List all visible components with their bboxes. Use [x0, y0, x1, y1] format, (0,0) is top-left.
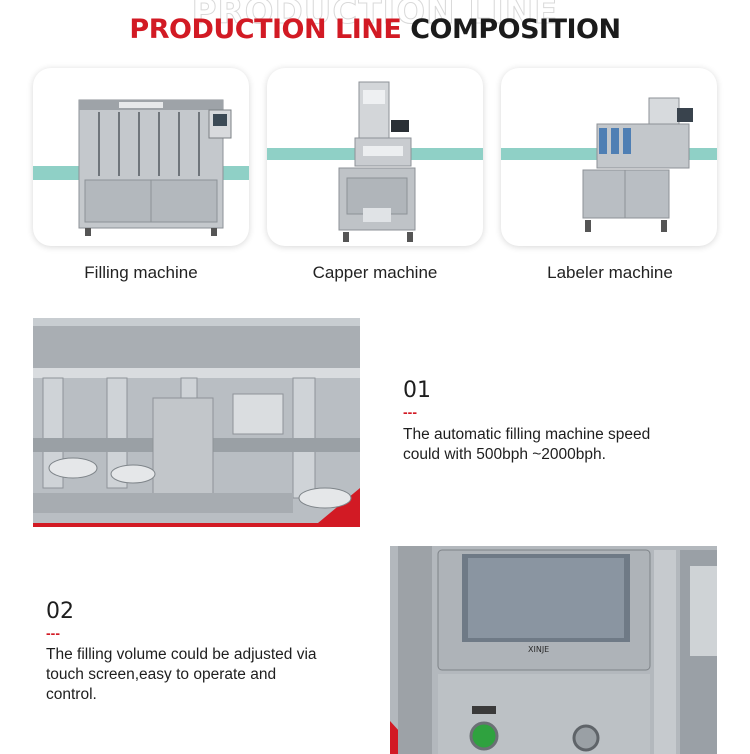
title-highlight: PRODUCTION LINE: [129, 14, 402, 45]
capper-machine-image: [267, 81, 483, 242]
feature-02-line-1: The filling volume could be adjusted via: [46, 646, 317, 663]
feature-01-description: The automatic filling machine speed coul…: [403, 425, 650, 465]
filling-machine-caption: Filling machine: [84, 263, 198, 282]
filling-machine-image: [33, 99, 249, 236]
feature-02-description: The filling volume could be adjusted via…: [46, 645, 317, 705]
feature-02-number: 02: [46, 599, 74, 624]
screen-brand-label: XINJE: [528, 645, 549, 654]
feature-02-dash: ---: [46, 625, 60, 641]
capper-machine-card: [267, 68, 483, 246]
feature-01-number: 01: [403, 378, 431, 403]
filling-nozzles-photo: [33, 318, 360, 527]
touch-screen-image: XINJE: [390, 546, 717, 754]
labeler-machine-image: [501, 97, 717, 232]
labeler-machine-card: [501, 68, 717, 246]
capper-machine-caption: Capper machine: [312, 263, 438, 282]
touch-screen-photo: XINJE: [390, 546, 717, 754]
header-watermark: PRODUCTION LINE: [191, 0, 559, 33]
filling-nozzles-image: [33, 318, 360, 527]
labeler-machine-caption: Labeler machine: [547, 263, 673, 282]
filling-machine-card: [33, 68, 249, 246]
feature-02-line-2: touch screen,easy to operate and: [46, 666, 277, 683]
feature-01-dash: ---: [403, 404, 417, 420]
feature-01-line-1: The automatic filling machine speed: [403, 426, 651, 443]
feature-02-line-3: control.: [46, 686, 97, 703]
feature-01-line-2: could with 500bph ~2000bph.: [403, 446, 606, 463]
page-title: PRODUCTION LINE COMPOSITION: [0, 14, 750, 45]
title-rest: COMPOSITION: [410, 14, 621, 45]
